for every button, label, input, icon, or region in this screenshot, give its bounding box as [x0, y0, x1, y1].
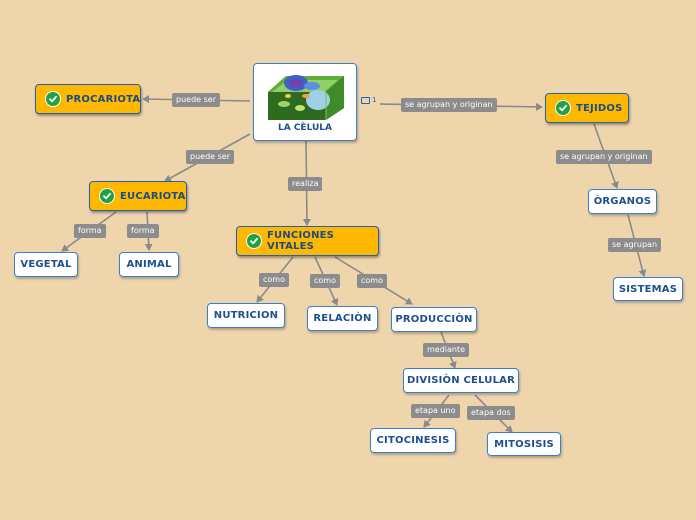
node-label: TEJIDOS	[576, 102, 623, 114]
root-label: LA CÈLULA	[277, 123, 332, 133]
connector-se-agrupan-1[interactable]: se agrupan y originan	[401, 98, 497, 112]
connector-se-agrupan-3[interactable]: se agrupan	[608, 238, 662, 252]
node-citocinesis[interactable]: CITOCINESIS	[370, 428, 456, 453]
node-animal[interactable]: ANIMAL	[119, 252, 179, 277]
connector-mediante[interactable]: mediante	[423, 343, 470, 357]
node-mitosisis[interactable]: MITOSISIS	[487, 432, 561, 456]
root-node-la-celula[interactable]: LA CÈLULA	[253, 63, 357, 141]
connector-etapa-uno[interactable]: etapa uno	[411, 404, 460, 418]
connector-puede-ser-2[interactable]: puede ser	[186, 150, 234, 164]
node-organos[interactable]: ÒRGANOS	[588, 189, 657, 214]
node-division-celular[interactable]: DIVISIÒN CELULAR	[403, 368, 519, 393]
connector-se-agrupan-2[interactable]: se agrupan y originan	[556, 150, 652, 164]
check-circle-icon	[246, 233, 262, 249]
node-funciones-vitales[interactable]: FUNCIONES VITALES	[236, 226, 379, 256]
check-circle-icon	[555, 100, 571, 116]
plant-cell-image	[264, 70, 348, 122]
node-relacion[interactable]: RELACIÒN	[307, 306, 378, 331]
connector-como-2[interactable]: como	[310, 274, 340, 288]
check-circle-icon	[45, 91, 61, 107]
node-procariota[interactable]: PROCARIOTA	[35, 84, 141, 114]
node-label: PROCARIOTA	[66, 93, 141, 105]
node-eucariota[interactable]: EUCARIOTA	[89, 181, 187, 211]
connector-forma-1[interactable]: forma	[74, 224, 106, 238]
connector-puede-ser-1[interactable]: puede ser	[172, 93, 220, 107]
note-count: 1	[372, 96, 377, 104]
node-tejidos[interactable]: TEJIDOS	[545, 93, 629, 123]
node-nutricion[interactable]: NUTRICION	[207, 303, 285, 328]
note-indicator[interactable]: 1	[361, 96, 376, 104]
note-icon	[361, 96, 370, 104]
node-label: FUNCIONES VITALES	[267, 230, 335, 252]
connector-como-3[interactable]: como	[357, 274, 387, 288]
connector-etapa-dos[interactable]: etapa dos	[467, 406, 515, 420]
node-produccion[interactable]: PRODUCCIÒN	[391, 307, 477, 332]
node-vegetal[interactable]: VEGETAL	[14, 252, 78, 277]
connector-realiza[interactable]: realiza	[288, 177, 323, 191]
node-sistemas[interactable]: SISTEMAS	[613, 277, 683, 301]
node-label: EUCARIOTA	[120, 190, 186, 202]
check-circle-icon	[99, 188, 115, 204]
connector-como-1[interactable]: como	[259, 273, 289, 287]
connector-forma-2[interactable]: forma	[127, 224, 159, 238]
